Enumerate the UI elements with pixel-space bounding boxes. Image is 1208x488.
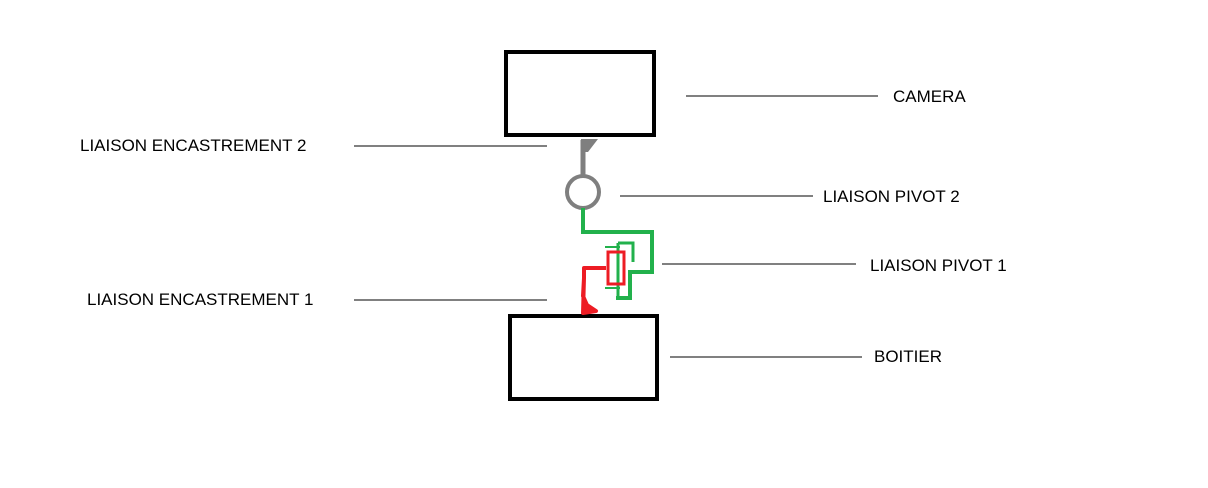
green-linkage bbox=[581, 208, 654, 300]
liaison-encastrement-1-label: LIAISON ENCASTREMENT 1 bbox=[87, 290, 314, 309]
liaison-encastrement-2-label: LIAISON ENCASTREMENT 2 bbox=[80, 136, 307, 155]
boitier-block bbox=[508, 314, 659, 401]
camera-block bbox=[504, 50, 656, 137]
boitier-label: BOITIER bbox=[874, 347, 943, 366]
leader-lines bbox=[354, 95, 878, 358]
liaison-encastrement-2-symbol bbox=[580, 139, 598, 177]
liaison-pivot-2-symbol bbox=[565, 174, 601, 210]
liaison-pivot-1-symbol bbox=[606, 250, 626, 286]
liaison-encastrement-1-symbol bbox=[581, 266, 606, 315]
liaison-pivot-2-label: LIAISON PIVOT 2 bbox=[823, 187, 960, 206]
camera-label: CAMERA bbox=[893, 87, 966, 106]
liaison-pivot-1-label: LIAISON PIVOT 1 bbox=[870, 256, 1007, 275]
